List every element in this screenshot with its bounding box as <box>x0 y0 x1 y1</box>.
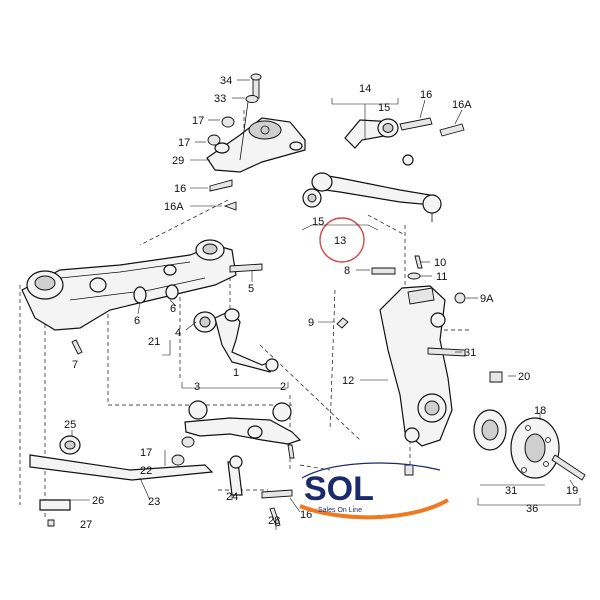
lower-arm-1 <box>171 400 302 466</box>
callout-15: 15 <box>312 216 324 228</box>
callout-17: 17 <box>192 115 204 127</box>
callout-8: 8 <box>344 265 350 277</box>
sol-logo: SOL Sales On Line <box>299 462 450 520</box>
callout-6: 6 <box>134 315 140 327</box>
logo-tagline: Sales On Line <box>318 507 362 514</box>
callout-10: 10 <box>434 257 446 269</box>
callout-1: 1 <box>233 367 239 379</box>
callout-16: 16 <box>174 183 186 195</box>
callout-12: 12 <box>342 375 354 387</box>
callout-31: 31 <box>464 347 476 359</box>
callout-24: 24 <box>226 491 238 503</box>
highlight-circle <box>319 217 365 263</box>
callout-16A: 16A <box>452 99 472 111</box>
callout-22: 22 <box>140 465 152 477</box>
knuckle-assembly <box>336 255 503 476</box>
callout-29: 29 <box>172 155 184 167</box>
subframe <box>21 239 263 355</box>
callout-25: 25 <box>64 419 76 431</box>
callout-20: 20 <box>518 371 530 383</box>
callout-7: 7 <box>72 359 78 371</box>
upper-arm-assembly <box>302 117 465 222</box>
callout-28: 28 <box>268 515 280 527</box>
callout-21: 21 <box>148 336 160 348</box>
callout-33: 33 <box>214 93 226 105</box>
stabilizer-assembly <box>29 435 293 527</box>
callout-19: 19 <box>566 485 578 497</box>
callout-2: 2 <box>280 381 286 393</box>
callout-5: 5 <box>248 283 254 295</box>
callout-27: 27 <box>80 519 92 531</box>
callout-16A: 16A <box>164 201 184 213</box>
callout-18: 18 <box>534 405 546 417</box>
callout-16: 16 <box>420 89 432 101</box>
callout-31: 31 <box>505 485 517 497</box>
callout-17: 17 <box>140 447 152 459</box>
callout-9A: 9A <box>480 293 494 305</box>
callout-26: 26 <box>92 495 104 507</box>
callout-15: 15 <box>378 102 390 114</box>
hub-assembly <box>473 409 586 481</box>
callout-9: 9 <box>308 317 314 329</box>
logo-text: SOL <box>304 470 374 508</box>
callout-6: 6 <box>170 303 176 315</box>
callout-16: 16 <box>300 509 312 521</box>
callout-11: 11 <box>436 271 447 283</box>
callout-3: 3 <box>194 381 200 393</box>
upper-mount-assembly <box>206 73 306 211</box>
callout-4: 4 <box>175 327 181 339</box>
callout-labels: 34 33 17 17 29 16 16A 14 15 16 16A 15 13… <box>64 75 578 531</box>
callout-34: 34 <box>220 75 232 87</box>
callout-13: 13 <box>334 235 346 247</box>
callout-17: 17 <box>178 137 190 149</box>
callout-36: 36 <box>526 503 538 515</box>
lower-arm-21 <box>193 308 279 373</box>
group-brackets <box>162 98 581 506</box>
callout-23: 23 <box>148 496 160 508</box>
leader-lines <box>68 79 576 530</box>
callout-14: 14 <box>359 83 371 95</box>
